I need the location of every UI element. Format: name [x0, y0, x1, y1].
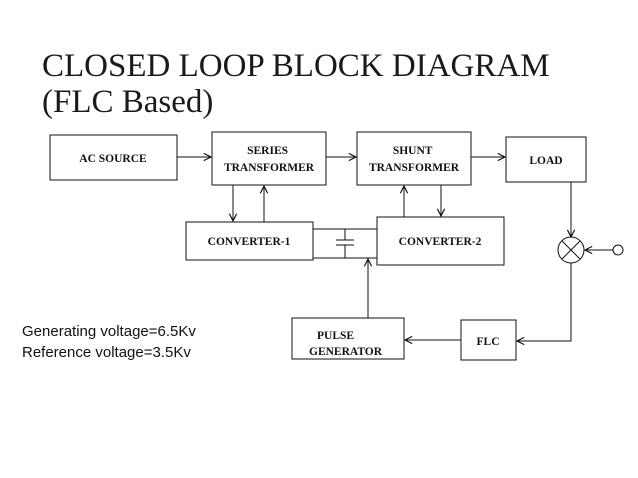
converter2-label: CONVERTER-2	[399, 236, 482, 248]
arrow-summer-to-flc	[517, 263, 572, 341]
svg-text:LOAD: LOAD	[529, 155, 562, 167]
svg-text:CONVERTER-1: CONVERTER-1	[208, 236, 291, 248]
reference-input-terminal	[612, 244, 624, 256]
flc-block: FLC	[460, 319, 517, 361]
pulse-generator-block: PULSE GENERATOR	[291, 317, 405, 360]
shunt-transformer-label-1: SHUNT	[393, 145, 433, 157]
ac-source-block: AC SOURCE	[49, 134, 178, 181]
flc-label: FLC	[477, 336, 500, 348]
svg-text:SHUNT TRANSFORMER: SHUNT TRANSFORMER	[369, 145, 460, 174]
series-transformer-block: SERIES TRANSFORMER	[211, 131, 327, 186]
generating-voltage-note: Generating voltage=6.5Kv	[22, 323, 196, 340]
series-transformer-label-2: TRANSFORMER	[224, 162, 315, 174]
pulse-generator-label-1: PULSE	[317, 330, 354, 342]
svg-text:AC SOURCE: AC SOURCE	[79, 153, 147, 165]
svg-text:CONVERTER-2: CONVERTER-2	[399, 236, 482, 248]
series-transformer-label-1: SERIES	[247, 145, 288, 157]
shunt-transformer-block: SHUNT TRANSFORMER	[356, 131, 472, 186]
svg-text:PULSE GENERATOR: PULSE GENERATOR	[309, 330, 383, 358]
converter1-label: CONVERTER-1	[208, 236, 291, 248]
pulse-generator-label-2: GENERATOR	[309, 346, 383, 358]
ac-source-label: AC SOURCE	[79, 153, 147, 165]
dc-link-capacitor	[313, 228, 377, 259]
shunt-transformer-label-2: TRANSFORMER	[369, 162, 460, 174]
summing-junction	[557, 236, 585, 264]
load-block: LOAD	[505, 136, 587, 183]
load-label: LOAD	[529, 155, 562, 167]
page-title-line1: CLOSED LOOP BLOCK DIAGRAM	[42, 48, 550, 84]
svg-text:SERIES TRANSFORMER: SERIES TRANSFORMER	[224, 145, 315, 174]
converter1-block: CONVERTER-1	[185, 221, 314, 261]
svg-text:FLC: FLC	[477, 336, 500, 348]
reference-voltage-note: Reference voltage=3.5Kv	[22, 344, 191, 361]
converter2-block: CONVERTER-2	[376, 216, 505, 266]
page-title-line2: (FLC Based)	[42, 84, 214, 120]
